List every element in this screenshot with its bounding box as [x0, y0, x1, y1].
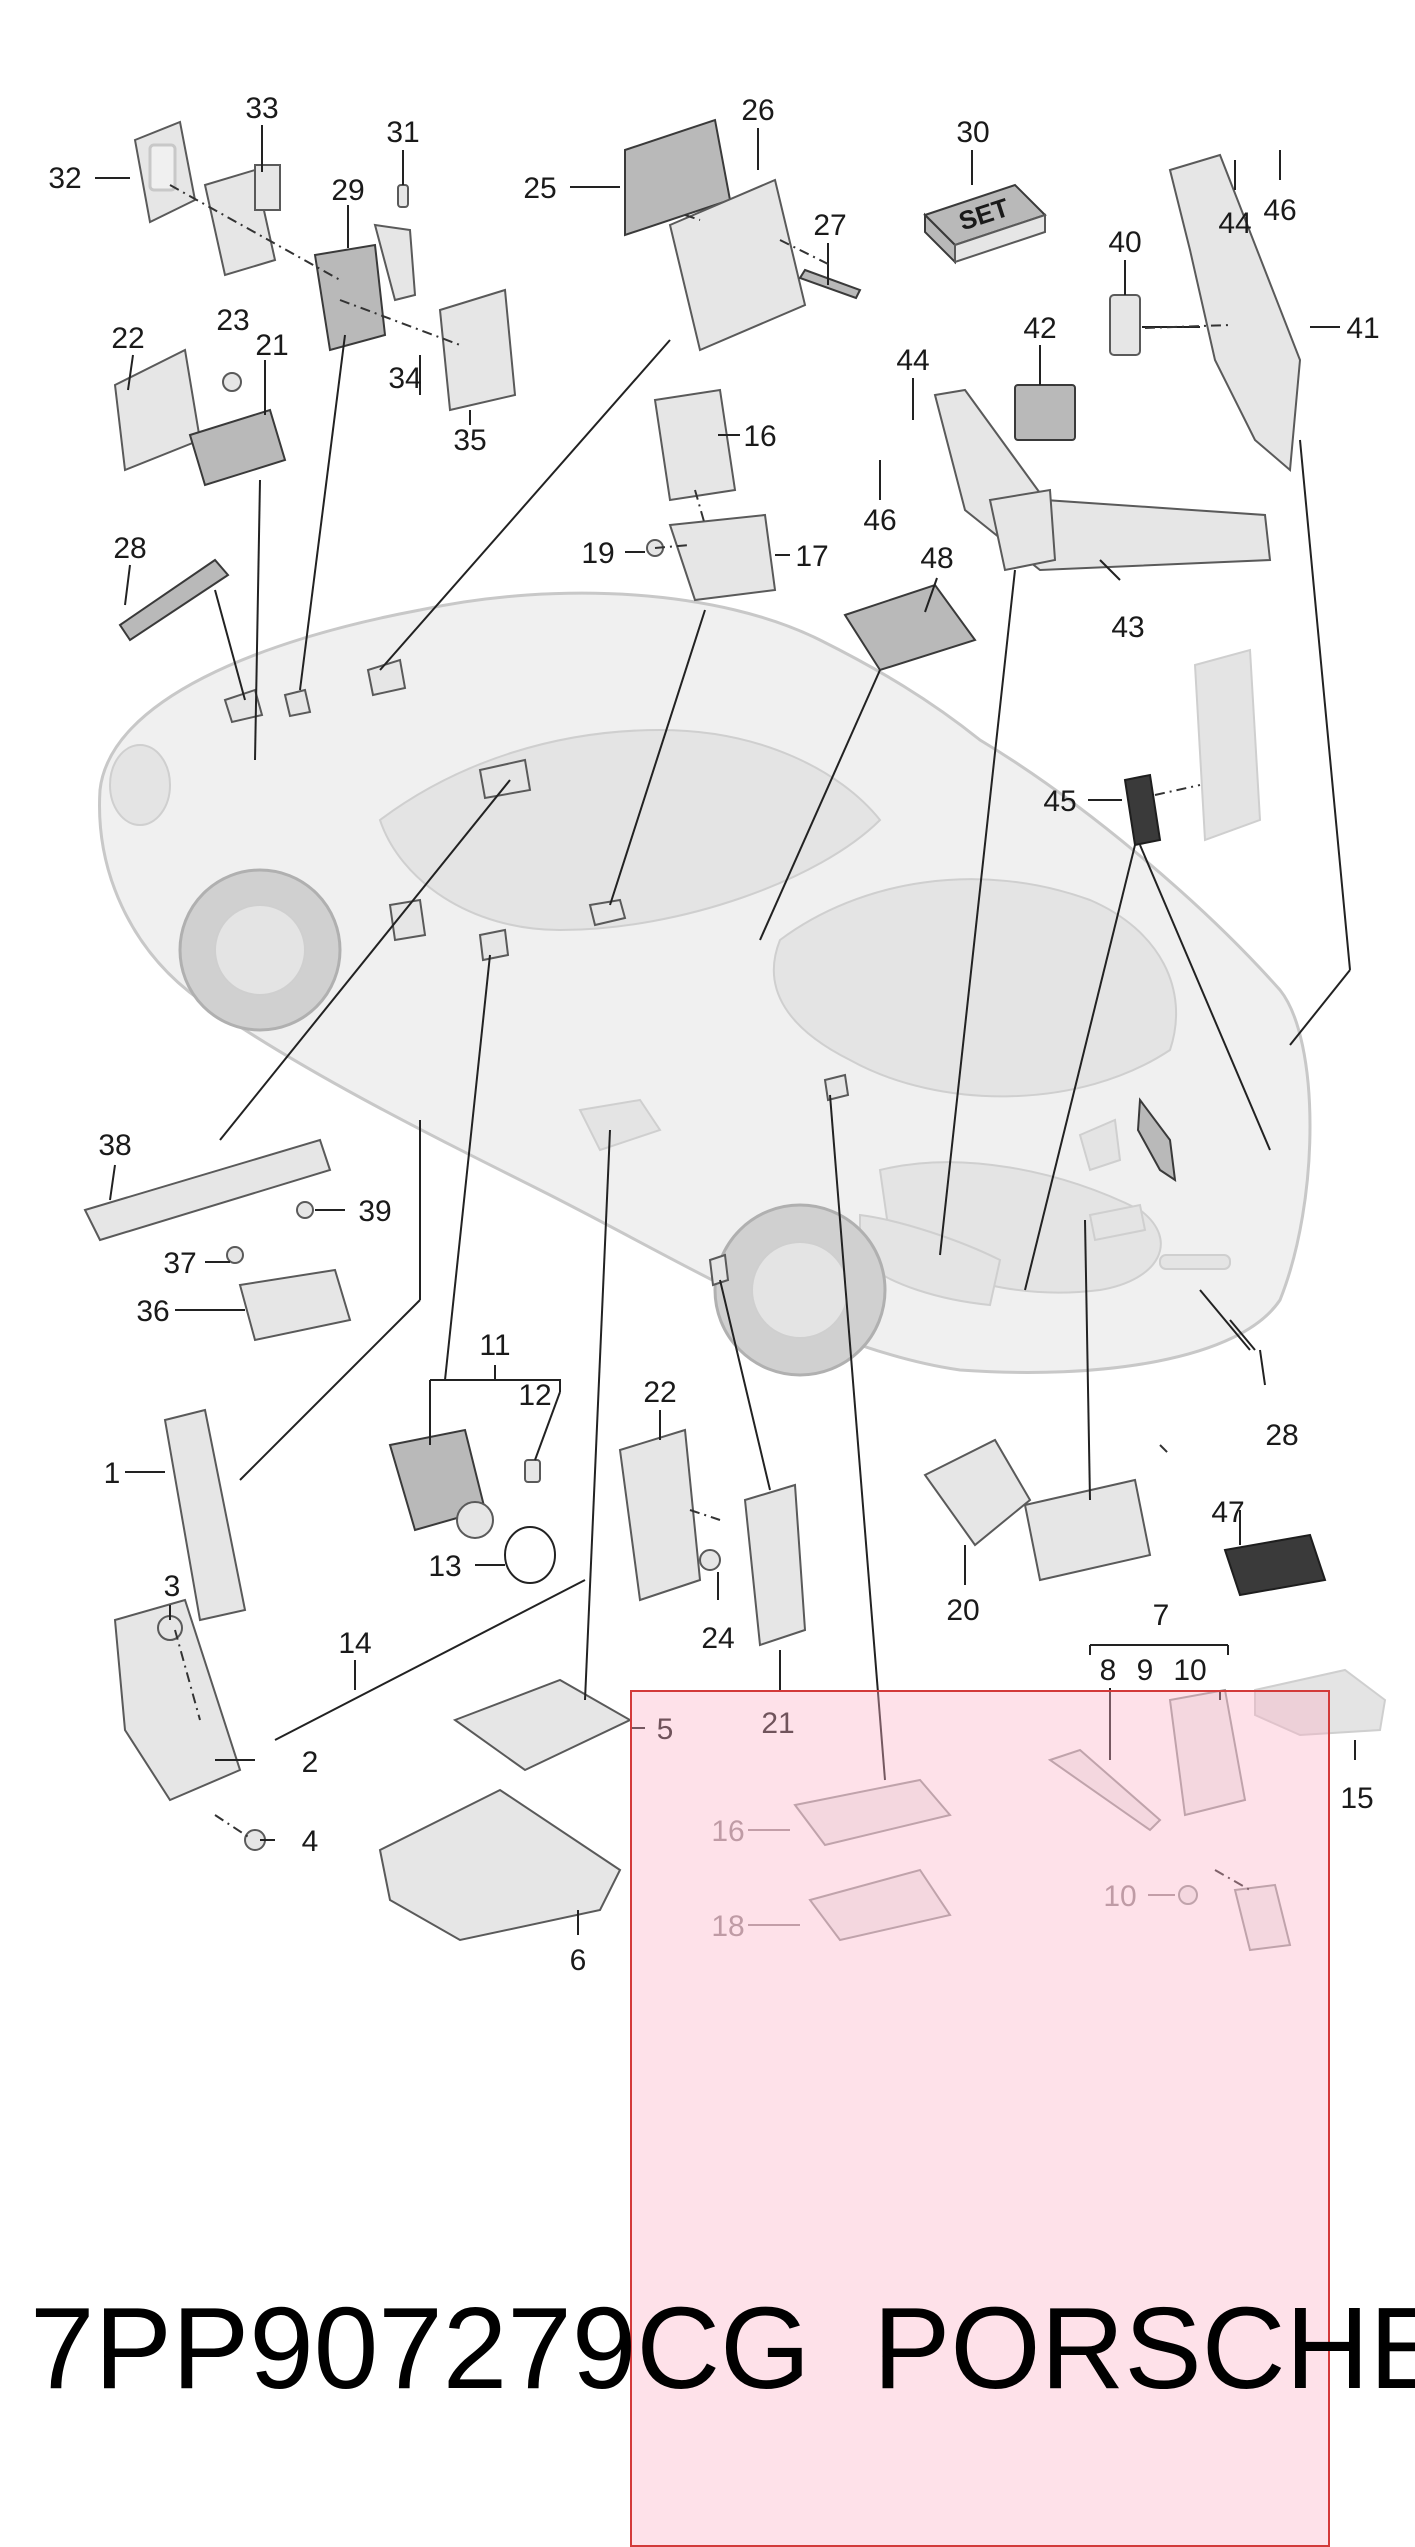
callout-9: 9 [1137, 1654, 1154, 1687]
callout-35: 35 [453, 424, 486, 457]
highlighted-parts [793, 1688, 1292, 1952]
callout-3: 3 [164, 1570, 181, 1603]
part-number-label: 7PP907279CG [30, 2283, 811, 2413]
callout-28-bottom: 28 [1265, 1419, 1298, 1452]
callout-25: 25 [523, 172, 556, 205]
callout-32: 32 [48, 162, 81, 195]
leader-lines [95, 125, 1356, 1935]
callout-15: 15 [1340, 1782, 1373, 1815]
callout-5: 5 [657, 1713, 674, 1746]
callout-11: 11 [479, 1329, 510, 1362]
callout-26: 26 [741, 94, 774, 127]
callout-27: 27 [813, 209, 846, 242]
callout-14: 14 [338, 1627, 371, 1660]
car-illustration [98, 591, 1312, 1377]
callout-8: 8 [1100, 1654, 1117, 1687]
callout-44-mid: 44 [896, 344, 929, 377]
parts-group: SET [83, 118, 1387, 1942]
callout-10-bottom: 10 [1103, 1880, 1136, 1913]
callout-4: 4 [302, 1825, 319, 1858]
callout-21-top: 21 [255, 329, 288, 362]
callout-20: 20 [946, 1594, 979, 1627]
callout-46-mid: 46 [863, 504, 896, 537]
callout-24: 24 [701, 1622, 734, 1655]
callout-17: 17 [795, 540, 828, 573]
callout-42: 42 [1023, 312, 1056, 345]
callout-23: 23 [216, 304, 249, 337]
callout-numbers: 32 33 29 31 34 35 22 23 21 28 25 26 27 1… [48, 92, 1379, 1977]
brand-label: PORSCHE [873, 2283, 1415, 2413]
callout-16-top: 16 [743, 420, 776, 453]
callout-6: 6 [570, 1944, 587, 1977]
callout-1: 1 [104, 1457, 121, 1490]
callout-38: 38 [98, 1129, 131, 1162]
callout-33: 33 [245, 92, 278, 125]
callout-21-mid: 21 [761, 1707, 794, 1740]
callout-2: 2 [302, 1746, 319, 1779]
callout-34: 34 [388, 362, 421, 395]
callout-47: 47 [1211, 1496, 1244, 1529]
callout-19: 19 [581, 537, 614, 570]
callout-18: 18 [711, 1910, 744, 1943]
callout-31: 31 [386, 116, 419, 149]
callout-22-mid: 22 [643, 1376, 676, 1409]
callout-16-bottom: 16 [711, 1815, 744, 1848]
callout-48: 48 [920, 542, 953, 575]
connection-lines [214, 334, 1351, 1781]
callout-46-top: 46 [1263, 194, 1296, 227]
callout-22-top: 22 [111, 322, 144, 355]
callout-13: 13 [428, 1550, 461, 1583]
callout-44-top: 44 [1218, 207, 1251, 240]
assembly-lines [169, 184, 1251, 1891]
callout-29: 29 [331, 174, 364, 207]
highlight-overlay [630, 1690, 1330, 2547]
callout-43: 43 [1111, 611, 1144, 644]
callout-10-top: 10 [1173, 1654, 1206, 1687]
callout-41: 41 [1346, 312, 1379, 345]
callout-40: 40 [1108, 226, 1141, 259]
callout-39: 39 [358, 1195, 391, 1228]
callout-28-top: 28 [113, 532, 146, 565]
callout-12: 12 [518, 1379, 551, 1412]
callout-37: 37 [163, 1247, 196, 1280]
callout-45: 45 [1043, 785, 1076, 818]
callout-36: 36 [136, 1295, 169, 1328]
callout-30: 30 [956, 116, 989, 149]
callout-7: 7 [1153, 1599, 1170, 1632]
